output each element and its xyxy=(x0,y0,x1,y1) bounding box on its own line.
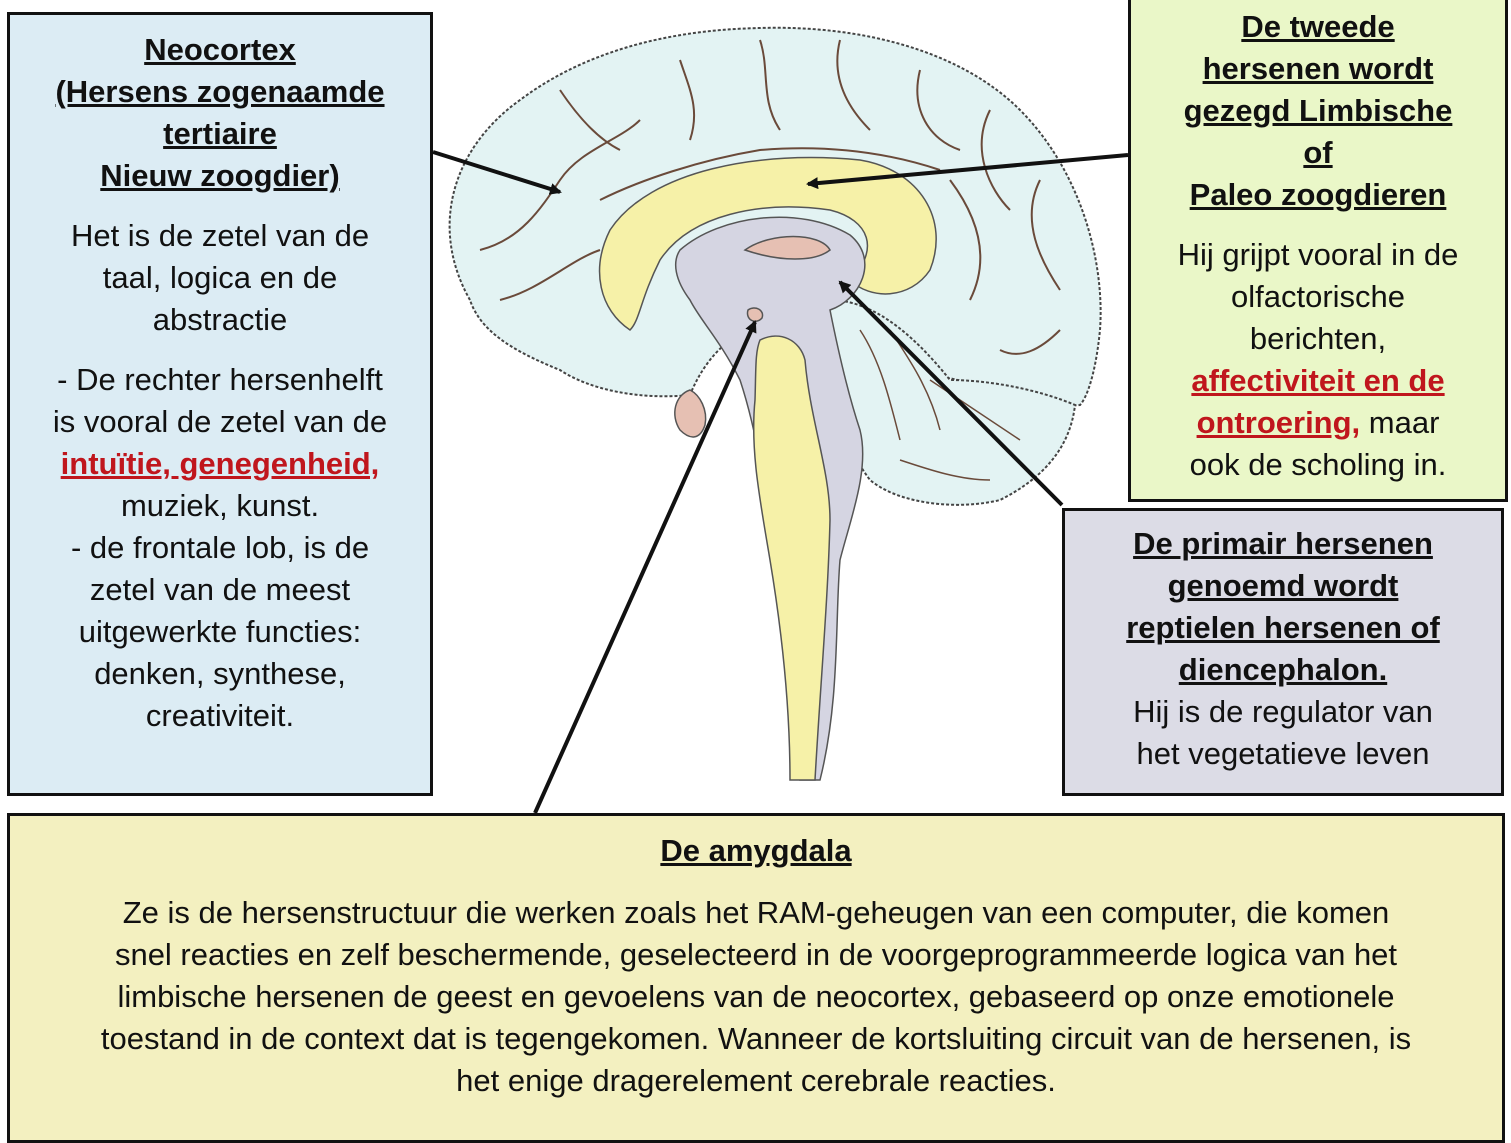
arrow-neocortex xyxy=(432,150,562,195)
limbic-title: De tweede hersenen wordt gezegd Limbisch… xyxy=(1131,6,1505,216)
limbic-box: De tweede hersenen wordt gezegd Limbisch… xyxy=(1128,0,1508,502)
fornix xyxy=(743,235,831,260)
text-line: is vooral de zetel van de xyxy=(52,404,388,439)
text-line: abstractie xyxy=(152,302,288,337)
highlight-text: affectiviteit en de xyxy=(1191,363,1445,398)
text-line: denken, synthese, xyxy=(94,656,346,691)
pituitary xyxy=(674,389,707,438)
highlight-text: intuïtie, genegenheid, xyxy=(60,446,380,481)
neocortex-para2: - De rechter hersenhelft is vooral de ze… xyxy=(10,359,430,527)
amygdala-body: Ze is de hersenstructuur die werken zoal… xyxy=(10,892,1502,1102)
text-span: maar xyxy=(1360,405,1440,440)
reptilian-title-line: De primair hersenen xyxy=(1133,526,1433,561)
limbic-title-line: De tweede xyxy=(1241,9,1395,44)
text-line: toestand in de context dat is tegengekom… xyxy=(100,1021,1412,1056)
text-line: Hij is de regulator van xyxy=(1133,694,1433,729)
amygdala-shape xyxy=(746,307,764,322)
neocortex-title: Neocortex (Hersens zogenaamde tertiaire … xyxy=(10,29,430,197)
text-line: creativiteit. xyxy=(145,698,295,733)
arrow-reptilian xyxy=(838,280,1064,507)
text-line: taal, logica en de xyxy=(102,260,338,295)
text-line: zetel van de meest xyxy=(89,572,351,607)
neocortex-para3: - de frontale lob, is de zetel van de me… xyxy=(10,527,430,737)
limbic-title-line: Paleo zoogdieren xyxy=(1189,177,1447,212)
amygdala-title: De amygdala xyxy=(660,833,852,868)
text-line: Het is de zetel van de xyxy=(70,218,370,253)
text-line: muziek, kunst. xyxy=(120,488,320,523)
brainstem xyxy=(752,335,831,781)
text-line: - De rechter hersenhelft xyxy=(57,362,383,397)
neocortex-title-line: Neocortex xyxy=(144,32,296,67)
reptilian-title-line: diencephalon. xyxy=(1178,652,1388,687)
reptilian-box: De primair hersenen genoemd wordt reptie… xyxy=(1062,508,1504,796)
limbic-title-line: of xyxy=(1303,135,1333,170)
text-line: uitgewerkte functies: xyxy=(78,614,362,649)
text-line: - de frontale lob, is de xyxy=(70,530,370,565)
text-line: het enige dragerelement cerebrale reacti… xyxy=(456,1063,1056,1098)
highlight-text: ontroering, xyxy=(1196,405,1361,440)
limbic-body: Hij grijpt vooral in de olfactorische be… xyxy=(1131,234,1505,486)
reptilian-title-line: reptielen hersenen of xyxy=(1126,610,1440,645)
text-line: Hij grijpt vooral in de xyxy=(1177,237,1459,272)
arrow-limbic xyxy=(806,153,1129,190)
reptilian-title-line: genoemd wordt xyxy=(1167,568,1399,603)
text-line: olfactorische xyxy=(1230,279,1406,314)
limbic-title-line: gezegd Limbische xyxy=(1183,93,1453,128)
text-line: limbische hersenen de geest en gevoelens… xyxy=(117,979,1395,1014)
reptilian-title: De primair hersenen genoemd wordt reptie… xyxy=(1065,523,1501,691)
text-line: ontroering, maar xyxy=(1131,402,1505,444)
amygdala-box: De amygdala Ze is de hersenstructuur die… xyxy=(7,813,1505,1143)
text-line: berichten, xyxy=(1249,321,1387,356)
reptilian-body: Hij is de regulator van het vegetatieve … xyxy=(1065,691,1501,775)
neocortex-box: Neocortex (Hersens zogenaamde tertiaire … xyxy=(7,12,433,796)
text-line: Ze is de hersenstructuur die werken zoal… xyxy=(122,895,1390,930)
neocortex-title-line: (Hersens zogenaamde xyxy=(55,74,385,109)
text-line: ook de scholing in. xyxy=(1189,447,1447,482)
arrow-amygdala xyxy=(533,320,757,814)
neocortex-title-line: tertiaire xyxy=(163,116,277,151)
neocortex-title-line: Nieuw zoogdier) xyxy=(100,158,340,193)
text-line: het vegetatieve leven xyxy=(1136,736,1430,771)
limbic-title-line: hersenen wordt xyxy=(1202,51,1434,86)
neocortex-para1: Het is de zetel van de taal, logica en d… xyxy=(10,215,430,341)
text-line: snel reacties en zelf beschermende, gese… xyxy=(114,937,1398,972)
